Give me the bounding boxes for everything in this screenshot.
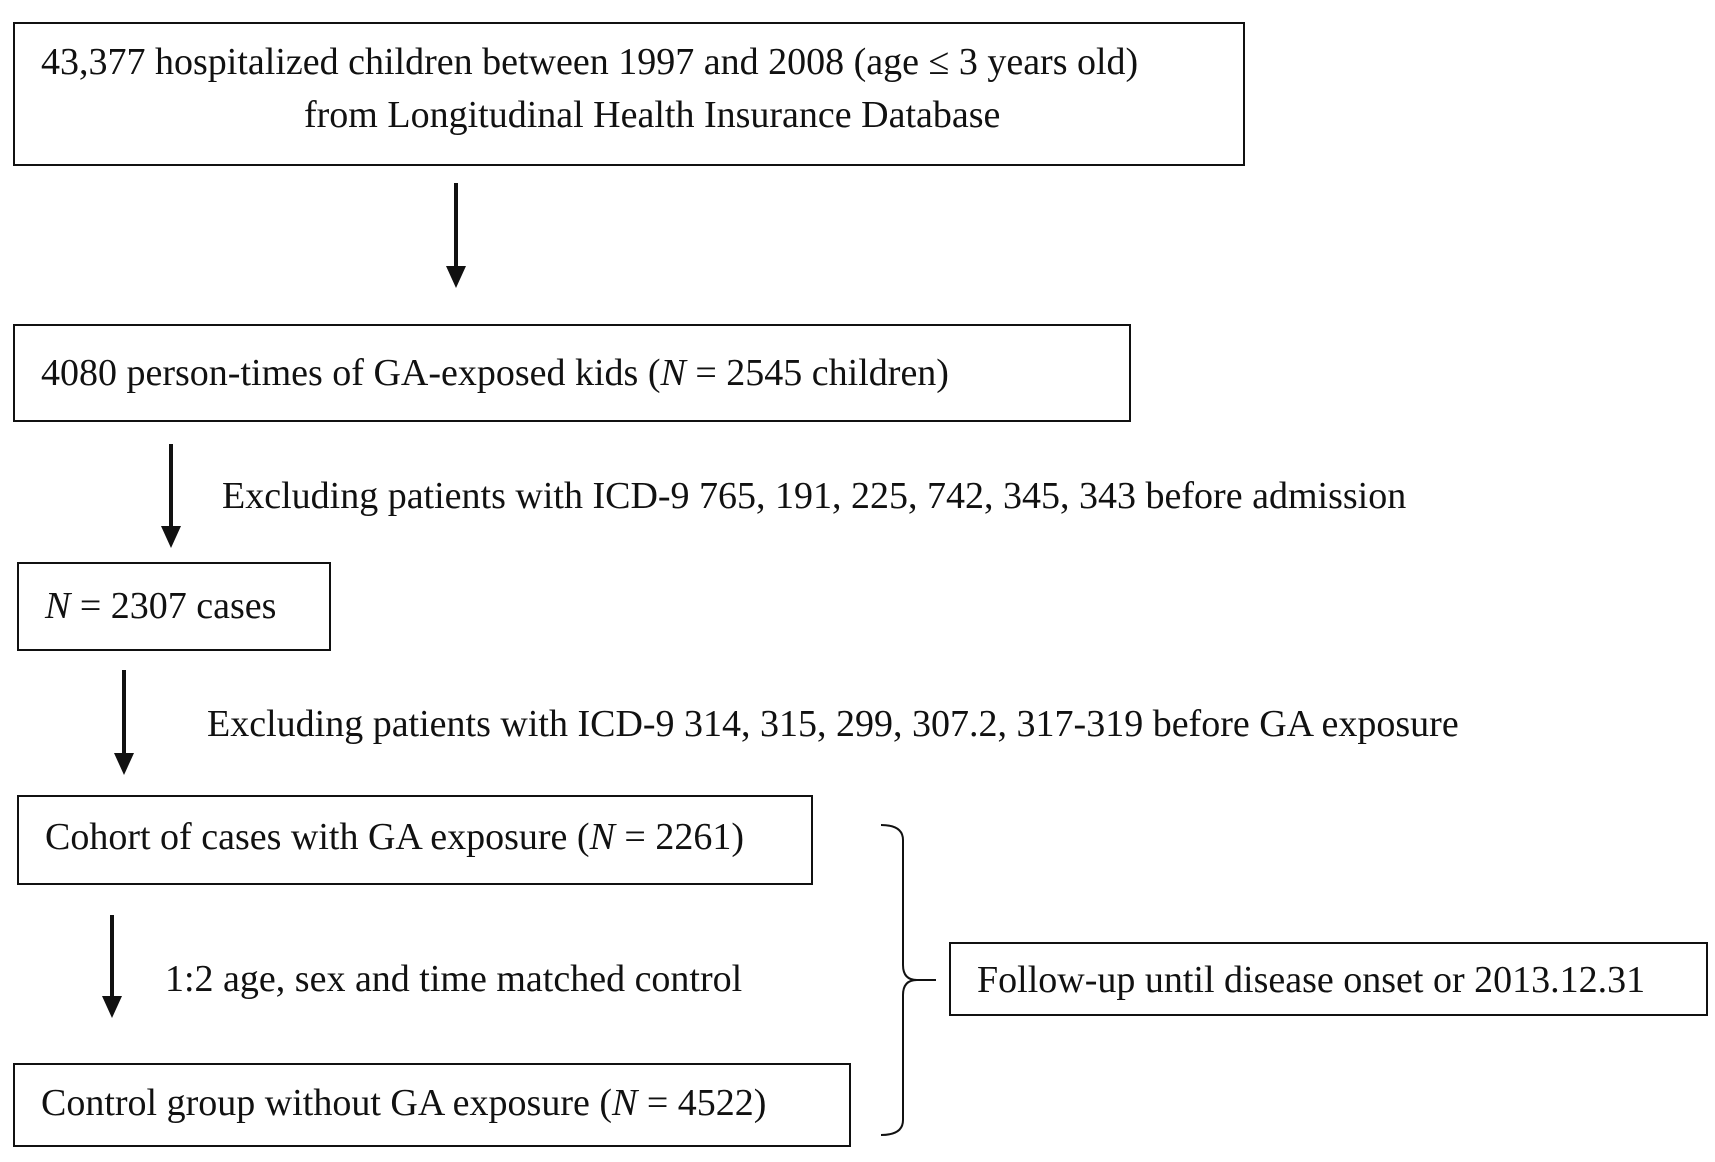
- source-population-box: 43,377 hospitalized children between 199…: [13, 22, 1245, 166]
- ga-exposed-text: 4080 person-times of GA-exposed kids (N …: [41, 349, 949, 398]
- cases-suffix: = 2307 cases: [70, 585, 277, 627]
- control-text: Control group without GA exposure (N = 4…: [41, 1079, 766, 1128]
- cases-text: N = 2307 cases: [45, 582, 276, 631]
- ga-exposed-prefix: 4080 person-times of GA-exposed kids (: [41, 352, 661, 394]
- ga-exposed-n-symbol: N: [660, 352, 686, 394]
- matching-step: 1:2 age, sex and time matched control: [165, 958, 743, 1000]
- ga-exposed-suffix: = 2545 children): [685, 352, 949, 394]
- arrow-cases-to-cohort: [114, 670, 134, 775]
- cohort-box: Cohort of cases with GA exposure (N = 22…: [17, 795, 813, 885]
- cohort-n-symbol: N: [589, 816, 615, 858]
- followup-bracket: [880, 824, 936, 1136]
- cohort-prefix: Cohort of cases with GA exposure (: [45, 816, 590, 858]
- cohort-text: Cohort of cases with GA exposure (N = 22…: [45, 813, 744, 862]
- exclusion-step-2: Excluding patients with ICD-9 314, 315, …: [207, 703, 1459, 745]
- control-suffix: = 4522): [637, 1082, 767, 1124]
- followup-text: Follow-up until disease onset or 2013.12…: [977, 959, 1646, 1001]
- cases-n-symbol: N: [45, 585, 71, 627]
- source-population-line1: 43,377 hospitalized children between 199…: [41, 41, 1139, 83]
- arrow-source-to-exposed: [446, 183, 466, 288]
- control-prefix: Control group without GA exposure (: [41, 1082, 613, 1124]
- ga-exposed-box: 4080 person-times of GA-exposed kids (N …: [13, 324, 1131, 422]
- control-n-symbol: N: [612, 1082, 638, 1124]
- exclusion-step-1: Excluding patients with ICD-9 765, 191, …: [222, 475, 1407, 517]
- control-box: Control group without GA exposure (N = 4…: [13, 1063, 851, 1147]
- arrow-cohort-to-control: [102, 915, 122, 1018]
- cases-box: N = 2307 cases: [17, 562, 331, 651]
- followup-box: Follow-up until disease onset or 2013.12…: [949, 942, 1708, 1016]
- arrow-exposed-to-cases: [161, 444, 181, 548]
- cohort-suffix: = 2261): [614, 816, 745, 858]
- source-population-line2: from Longitudinal Health Insurance Datab…: [304, 94, 1001, 136]
